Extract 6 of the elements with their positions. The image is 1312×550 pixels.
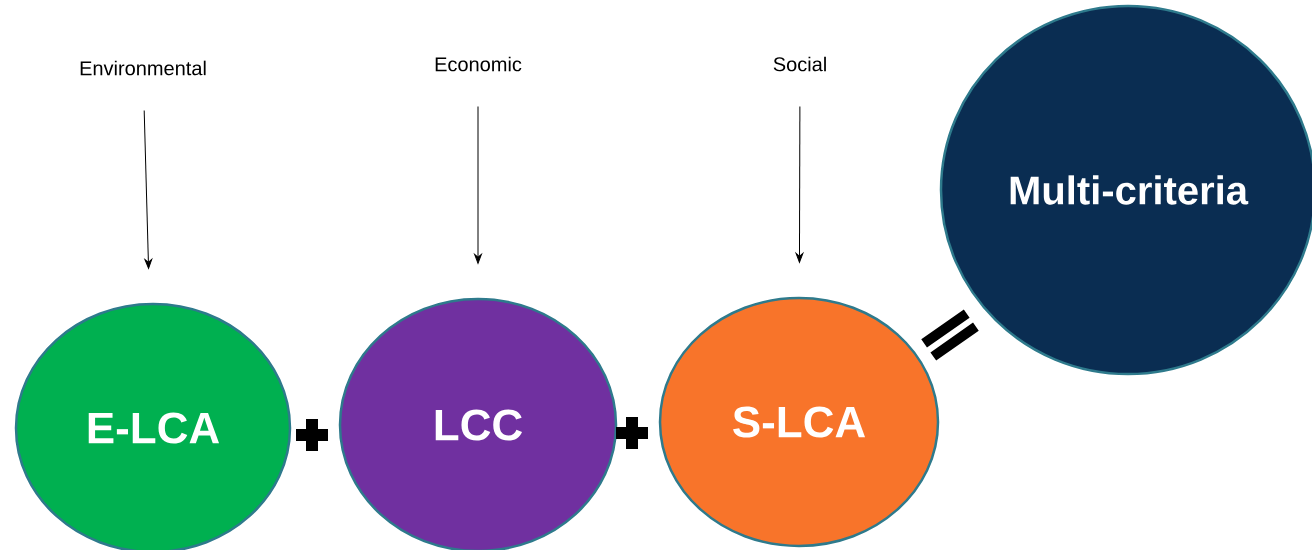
heading: Environmental xyxy=(80,60,206,76)
heading: Social xyxy=(773,56,826,72)
arrow xyxy=(795,106,804,263)
arrow xyxy=(143,110,153,269)
arrow xyxy=(474,106,482,264)
heading: Economic xyxy=(435,56,522,72)
